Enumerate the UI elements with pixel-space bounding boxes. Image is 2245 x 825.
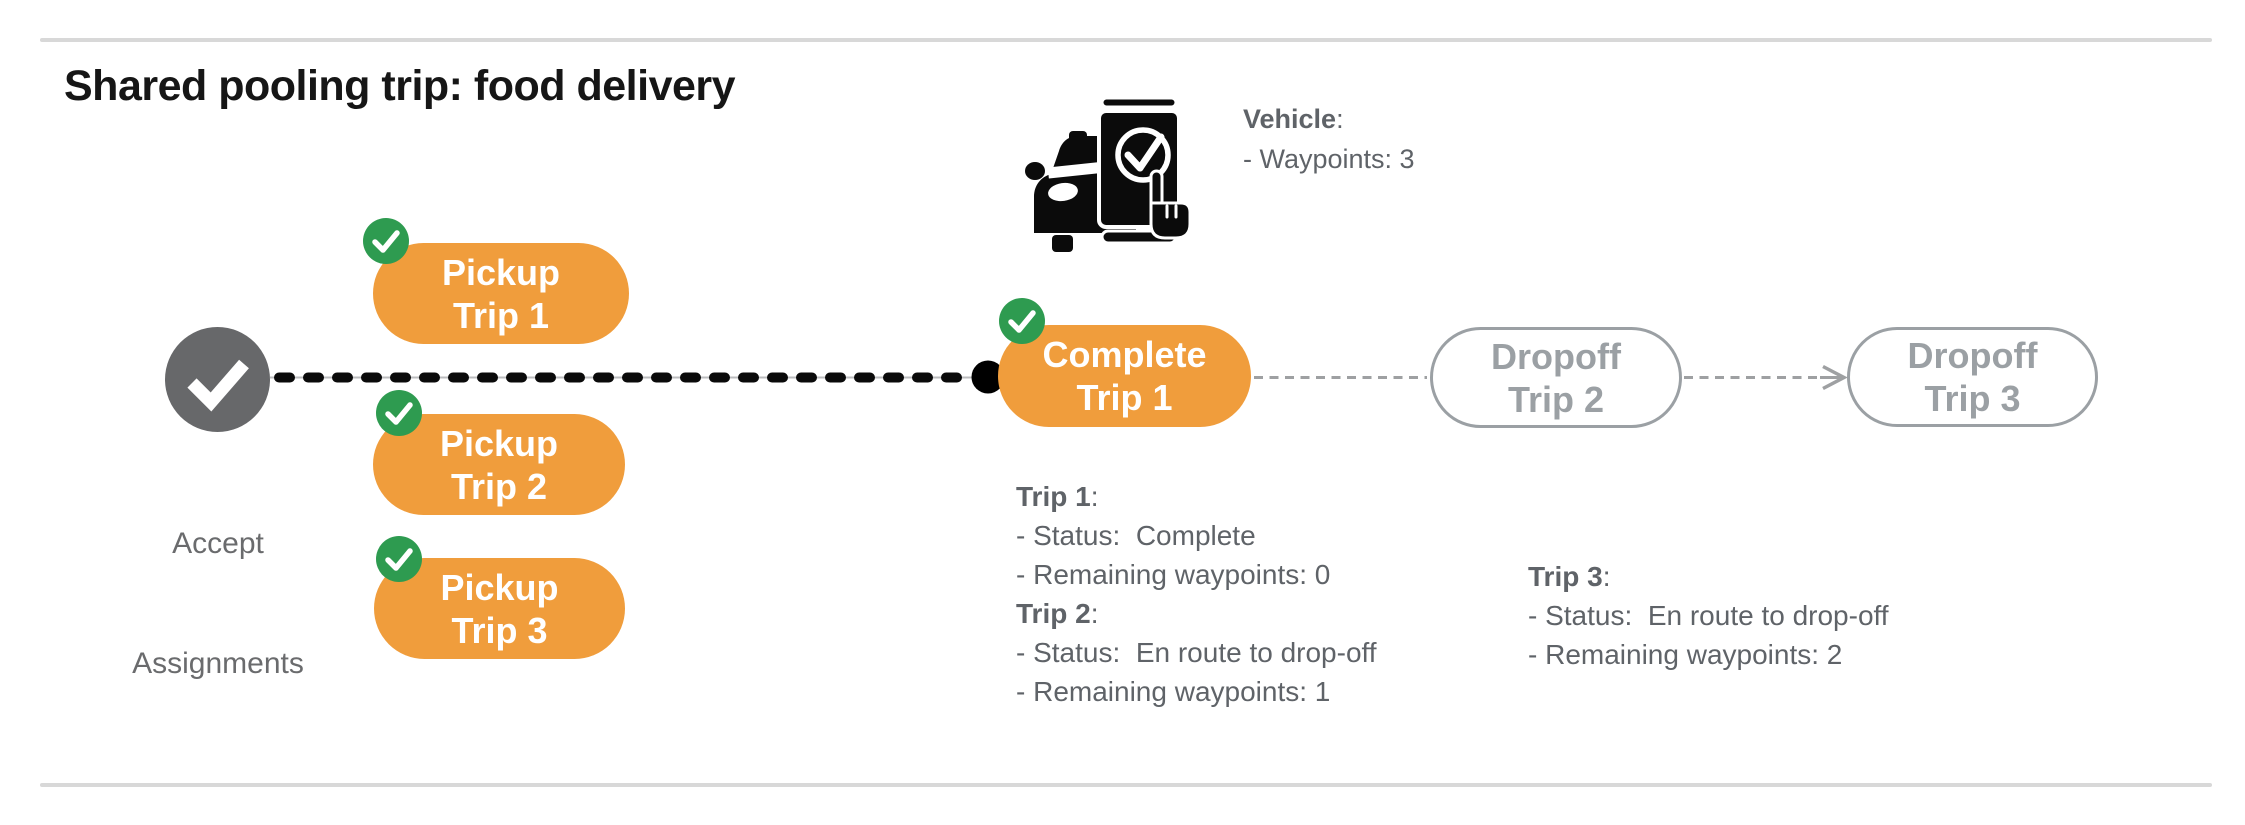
trip-2-status: - Status: En route to drop-off <box>1016 637 1377 668</box>
vehicle-label: Vehicle: <box>1243 104 1344 134</box>
complete-trip-1-node: Complete Trip 1 <box>998 325 1251 427</box>
check-badge-icon <box>363 218 409 264</box>
trip-2-remaining: - Remaining waypoints: 1 <box>1016 676 1331 707</box>
check-badge-icon <box>376 390 422 436</box>
bottom-divider <box>40 783 2212 787</box>
pickup-trip-2-node: Pickup Trip 2 <box>373 414 625 515</box>
trip-3-status: - Status: En route to drop-off <box>1528 600 1889 631</box>
trip-3-title: Trip 3: <box>1528 561 1611 592</box>
vehicle-waypoints: - Waypoints: 3 <box>1243 144 1415 174</box>
car-mirror <box>1025 162 1045 180</box>
car-wheel <box>1052 235 1073 252</box>
phone-check-circle <box>1115 127 1171 183</box>
car-headlight <box>1048 182 1078 202</box>
trip-2-title: Trip 2: <box>1016 598 1099 629</box>
hand-icon <box>1149 169 1192 240</box>
vehicle-info: Vehicle: - Waypoints: 3 <box>1243 99 1415 179</box>
dropoff-trip-3-node: Dropoff Trip 3 <box>1847 327 2098 427</box>
arrowhead-icon <box>1822 364 1848 391</box>
check-badge-icon <box>999 298 1045 344</box>
top-divider <box>40 38 2212 42</box>
trip-1-title: Trip 1: <box>1016 481 1099 512</box>
trip-1-remaining: - Remaining waypoints: 0 <box>1016 559 1331 590</box>
trip-3-status-block: Trip 3: - Status: En route to drop-off -… <box>1528 557 1889 674</box>
trip-1-2-status: Trip 1: - Status: Complete - Remaining w… <box>1016 477 1377 711</box>
accept-assignments-label: Accept Assignments <box>132 527 304 680</box>
check-icon <box>187 359 249 412</box>
pickup-trip-1-node: Pickup Trip 1 <box>373 243 629 344</box>
check-badge-icon <box>376 536 422 582</box>
trip-1-status: - Status: Complete <box>1016 520 1256 551</box>
pickup-trip-3-node: Pickup Trip 3 <box>374 558 625 659</box>
dropoff-trip-2-node: Dropoff Trip 2 <box>1430 327 1682 428</box>
car-phone-check-icon <box>1025 96 1192 252</box>
trip-3-remaining: - Remaining waypoints: 2 <box>1528 639 1843 670</box>
page-title: Shared pooling trip: food delivery <box>64 62 736 110</box>
accept-assignments-node <box>165 327 270 432</box>
phone-check-icon <box>1124 133 1165 172</box>
